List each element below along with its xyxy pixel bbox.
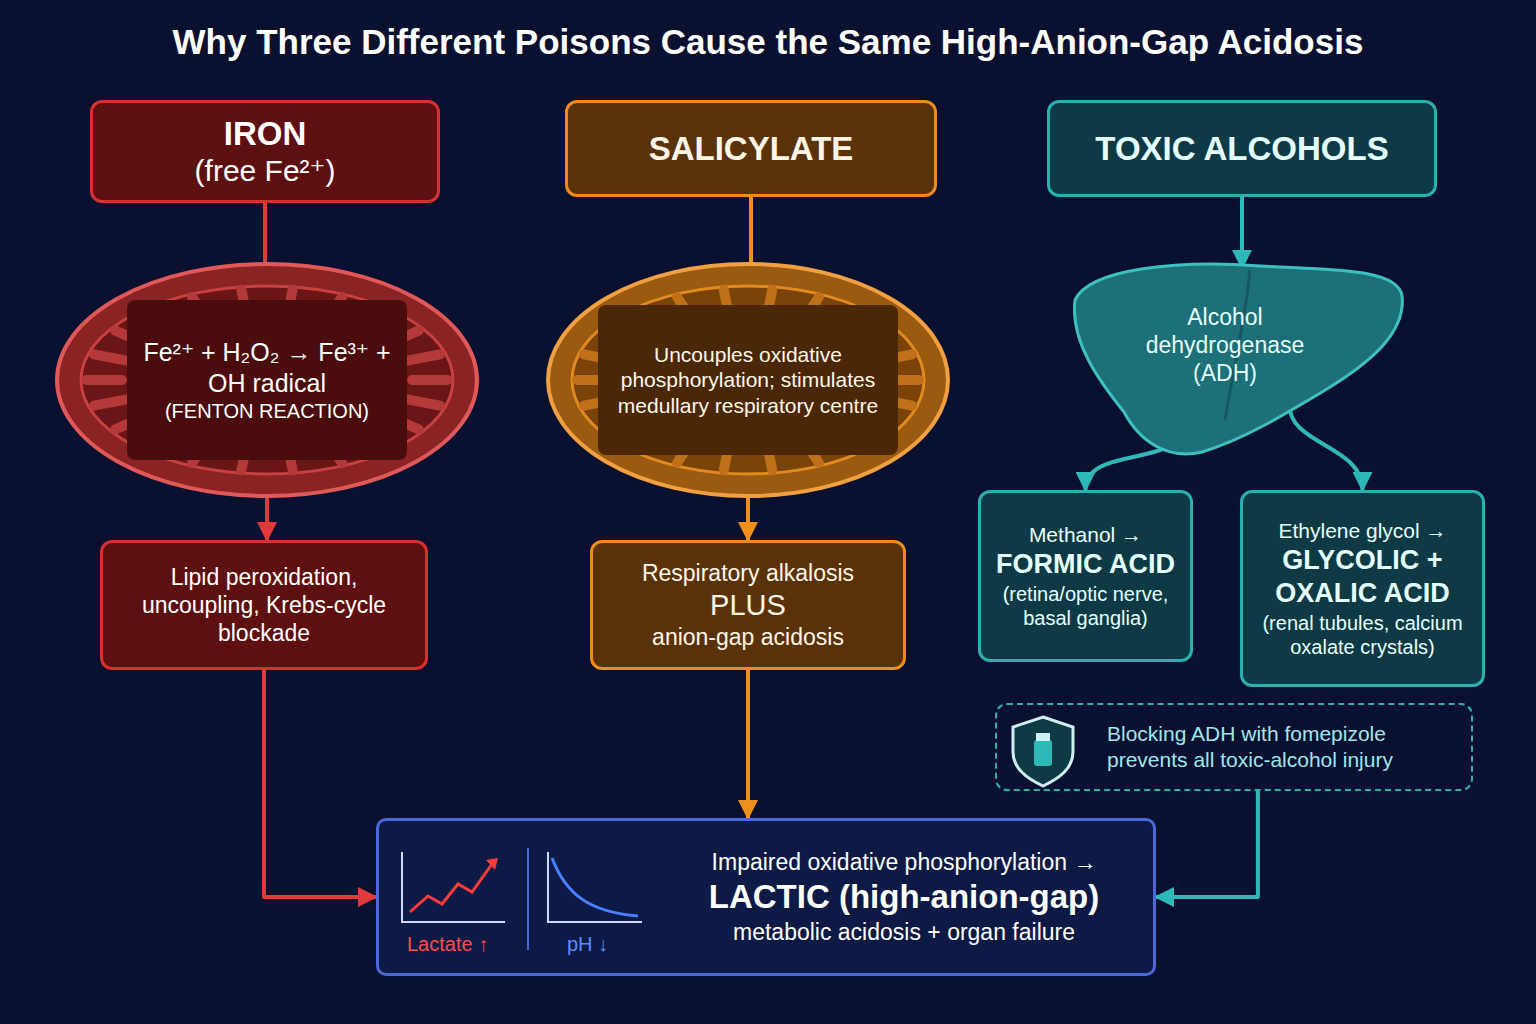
ph-mini-chart [548,852,642,922]
node-text: Respiratory alkalosis [642,559,854,587]
diagram-title: Why Three Different Poisons Cause the Sa… [10,22,1526,62]
crista-stroke [94,354,128,361]
crista-stroke [406,354,440,361]
node-text: Lipid peroxidation, uncoupling, Krebs-cy… [117,563,411,647]
node-text: Ethylene glycol → [1278,518,1446,544]
node-text: IRON [224,115,307,153]
crista-stroke [406,399,440,406]
liver-illustration [1074,264,1402,454]
node-text: Uncouples oxidative phosphorylation; sti… [612,342,884,419]
poison-box: IRON(free Fe²⁺) [90,100,440,203]
node-text: Lactate ↑ [407,933,488,956]
node-text: (renal tubules, calcium oxalate crystals… [1257,611,1468,659]
mechanism-box: Fe²⁺ + H₂O₂ → Fe³⁺ + OH radical(FENTON R… [127,300,407,460]
poison-box: SALICYLATE [565,100,937,197]
node-text: (free Fe²⁺) [195,153,336,188]
chart-divider [527,848,529,950]
flow-arrow [1240,197,1244,268]
mitochondrion-illustration [57,264,477,496]
node-text: (FENTON REACTION) [165,399,369,423]
flow-arrow [1156,791,1258,897]
metabolite-box: Methanol →FORMIC ACID(retina/optic nerve… [978,490,1193,662]
shield-icon [1013,717,1073,786]
lactate-mini-chart [402,852,505,922]
node-text: anion-gap acidosis [652,623,844,651]
node-text: TOXIC ALCOHOLS [1095,130,1388,168]
node-text: FORMIC ACID [996,548,1175,582]
mitochondrion-illustration [548,264,948,496]
flow-arrow [264,670,376,897]
node-text: metabolic acidosis + organ failure [733,918,1075,946]
flow-arrow [746,670,750,818]
flow-arrow [1289,405,1362,490]
node-text: Impaired oxidative phosphorylation → [712,848,1097,876]
node-text: SALICYLATE [649,130,854,168]
crista-stroke [94,399,128,406]
crista-stroke [87,375,122,385]
node-text: (retina/optic nerve, basal ganglia) [995,582,1176,630]
antidote-note: Blocking ADH with fomepizole prevents al… [995,703,1473,791]
node-text: pH ↓ [567,933,608,956]
node-text: PLUS [710,587,786,623]
node-text: Fe²⁺ + H₂O₂ → Fe³⁺ + OH radical [141,337,393,400]
node-text: Blocking ADH with fomepizole prevents al… [1107,721,1457,772]
effect-box: Lipid peroxidation, uncoupling, Krebs-cy… [100,540,428,670]
node-text: GLYCOLIC + OXALIC ACID [1257,544,1468,612]
mechanism-box: Uncouples oxidative phosphorylation; sti… [598,305,898,455]
outcome-box: Lactate ↑ pH ↓ Impaired oxidative phosphor… [376,818,1156,976]
node-text: Alcohol dehydrogenase (ADH) [1124,303,1326,387]
node-text: Methanol → [1029,522,1142,548]
node-text: LACTIC (high-anion-gap) [709,876,1099,919]
crista-stroke [412,375,447,385]
metabolite-box: Ethylene glycol →GLYCOLIC + OXALIC ACID(… [1240,490,1485,687]
poison-box: TOXIC ALCOHOLS [1047,100,1437,197]
liver-enzyme-label: Alcohol dehydrogenase (ADH) [1110,280,1340,410]
effect-box: Respiratory alkalosisPLUSanion-gap acido… [590,540,906,670]
